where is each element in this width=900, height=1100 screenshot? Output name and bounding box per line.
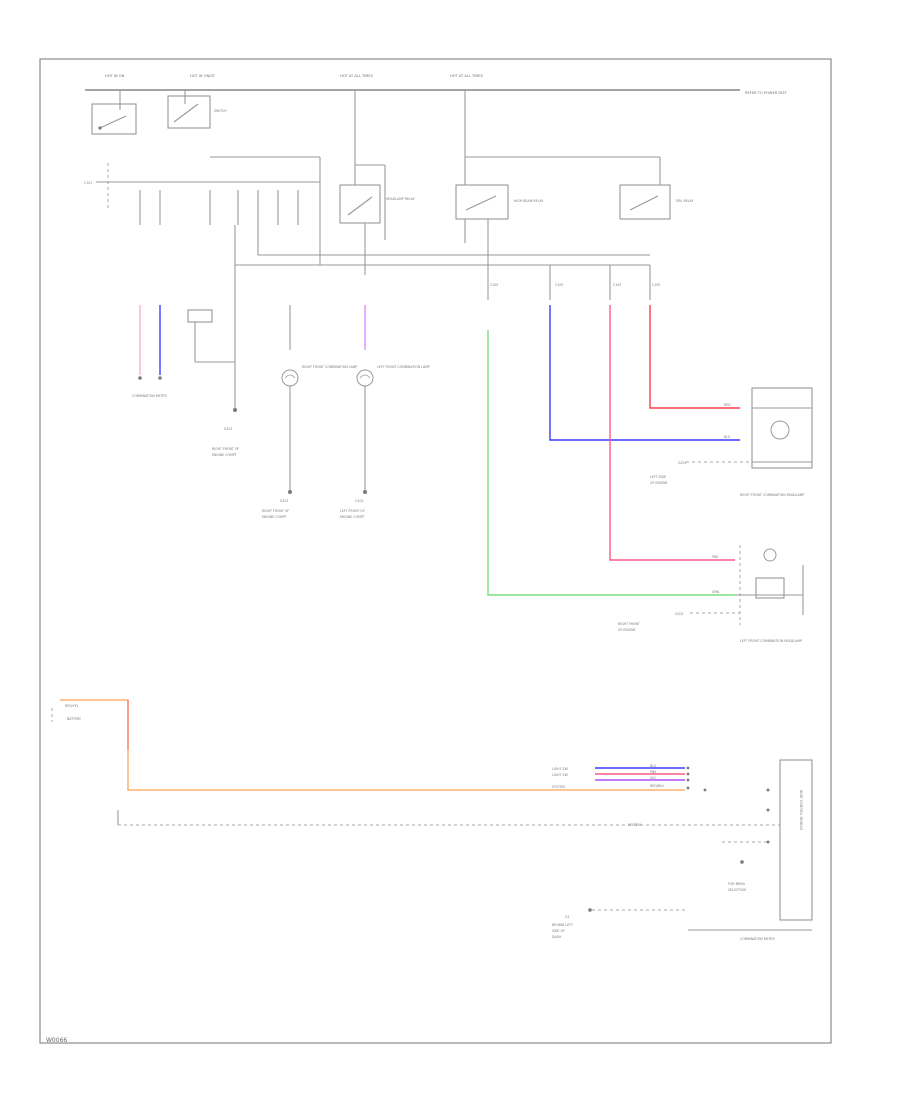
- svg-text:C105: C105: [490, 283, 498, 287]
- svg-text:ENGINE COMPT: ENGINE COMPT: [340, 515, 365, 519]
- left-front-headlamp: G201 RIGHT FRONT OF ENGINE LEFT FRONT CO…: [618, 545, 804, 643]
- svg-text:BEHIND LEFT: BEHIND LEFT: [552, 923, 573, 927]
- wire-label-redblu: RED/BLU: [650, 784, 665, 788]
- diagram-code: W0066: [46, 1037, 68, 1044]
- comp-label-rh-front: RIGHT FRONT COMBINATION LAMP: [302, 365, 357, 369]
- wire-label-blu: BLU: [650, 764, 657, 768]
- svg-text:OF ENGINE: OF ENGINE: [618, 628, 636, 632]
- svg-text:RED: RED: [724, 403, 731, 407]
- battery-label: BATTERY: [67, 717, 81, 721]
- right-front-combination-lamp: RIGHT FRONT COMBINATION LAMP G101 RIGHT …: [262, 305, 357, 519]
- fuse-label-2: HOT IN ON/ST: [190, 74, 216, 78]
- svg-text:SELECTION: SELECTION: [728, 888, 746, 892]
- svg-text:DASH: DASH: [552, 935, 562, 939]
- comp-label-ecm: BODY CONTROL MODULE: [799, 790, 803, 830]
- relay-output-taps: C105 C105 C105 C105: [487, 265, 660, 300]
- svg-text:FOR MENU: FOR MENU: [728, 882, 746, 886]
- left-front-combination-lamp: LEFT FRONT COMBINATION LAMP G102 LEFT FR…: [340, 305, 430, 519]
- svg-text:RIGHT FRONT OF: RIGHT FRONT OF: [212, 447, 239, 451]
- right-front-headlamp: G201 LEFT SIDE OF ENGINE RIGHT FRONT COM…: [650, 387, 813, 497]
- svg-text:C105: C105: [613, 283, 621, 287]
- wire-label-vio: VIO: [650, 776, 656, 780]
- relay-headlamp: HEADLAMP RELAY: [339, 164, 415, 275]
- svg-text:RIGHT FRONT OF: RIGHT FRONT OF: [262, 509, 289, 513]
- lamp-icon: [281, 369, 299, 387]
- svg-text:C105: C105: [652, 283, 660, 287]
- relay-drl: DRL RELAY: [619, 157, 693, 220]
- svg-text:C105: C105: [555, 283, 563, 287]
- svg-text:LEFT FRONT OF: LEFT FRONT OF: [340, 509, 365, 513]
- power-dist-note: REFER TO POWER DIST: [745, 91, 787, 95]
- meter-feed-wires: COMBINATION METER: [132, 305, 167, 398]
- svg-text:ENGINE COMPT: ENGINE COMPT: [212, 453, 237, 457]
- svg-text:GRN: GRN: [712, 590, 720, 594]
- svg-text:PNK: PNK: [712, 555, 719, 559]
- combination-switch-block: C101: [84, 156, 650, 410]
- diagram-frame: [39, 58, 832, 1044]
- svg-text:G201: G201: [678, 461, 687, 465]
- svg-text:LEFT SIDE: LEFT SIDE: [650, 475, 666, 479]
- svg-text:G101: G101: [280, 499, 289, 503]
- ground-label-3: G201: [675, 612, 684, 616]
- ground-label-2: G102: [355, 499, 364, 503]
- relay-high-beam: HIGH BEAM RELAY: [455, 156, 660, 275]
- svg-text:C101: C101: [84, 181, 92, 185]
- svg-text:SYSTEM: SYSTEM: [628, 823, 641, 827]
- relay-label-b: HIGH BEAM RELAY: [514, 199, 543, 203]
- relay-label-a: HEADLAMP RELAY: [386, 197, 415, 201]
- svg-text:OF ENGINE: OF ENGINE: [650, 481, 668, 485]
- meter-feed-label: COMBINATION METER: [132, 394, 167, 398]
- ground-dot-icon: [233, 408, 237, 412]
- comp-label-rh-hl: RIGHT FRONT COMBINATION HEADLAMP: [740, 493, 804, 497]
- svg-text:BLU: BLU: [724, 435, 731, 439]
- svg-text:G1: G1: [565, 915, 570, 919]
- fuse-label-3: HOT AT ALL TIMES: [340, 74, 374, 78]
- parking-lamp-stub: G101 RIGHT FRONT OF ENGINE COMPT: [187, 309, 239, 457]
- wire-label-pnk: PNK: [650, 770, 657, 774]
- fuse-label-1: HOT IN ON: [105, 74, 125, 78]
- starter-switch-icon: SWITCH: [167, 95, 227, 129]
- ignition-switch-icon: [91, 103, 137, 135]
- battery-fuse-label: RED/YEL: [65, 704, 79, 708]
- meter-label: COMBINATION METER: [740, 937, 775, 941]
- svg-text:LIGHT SW: LIGHT SW: [552, 773, 569, 777]
- svg-text:RIGHT FRONT: RIGHT FRONT: [618, 622, 640, 626]
- svg-text:SWITCH: SWITCH: [214, 109, 227, 113]
- lamp-icon: [356, 369, 374, 387]
- relay-label-c: DRL RELAY: [676, 199, 693, 203]
- ground-label-1: G101: [224, 427, 233, 431]
- body-control-module: BODY CONTROL MODULE SYSTEM FOR MENU SELE…: [628, 759, 813, 921]
- svg-text:LIGHT SW: LIGHT SW: [552, 767, 569, 771]
- comp-label-lh-front: LEFT FRONT COMBINATION LAMP: [377, 365, 430, 369]
- meter-data-line: G1 BEHIND LEFT SIDE OF DASH COMBINATION …: [552, 908, 812, 941]
- top-fuse-area: HOT IN ON HOT IN ON/ST HOT AT ALL TIMES …: [85, 74, 787, 185]
- headlamp-feed-wires: RED BLU PNK GRN: [487, 305, 740, 596]
- bcm-inputs: LIGHT SW LIGHT SW SYSTEM BLU PNK VIO RED…: [552, 764, 707, 792]
- fuse-label-4: HOT AT ALL TIMES: [450, 74, 484, 78]
- svg-text:SIDE OF: SIDE OF: [552, 929, 565, 933]
- svg-text:SYSTEM: SYSTEM: [552, 785, 565, 789]
- svg-text:ENGINE COMPT: ENGINE COMPT: [262, 515, 287, 519]
- comp-label-lh-hl: LEFT FRONT COMBINATION HEADLAMP: [740, 639, 802, 643]
- battery-feed: RED/YEL BATTERY: [51, 699, 780, 826]
